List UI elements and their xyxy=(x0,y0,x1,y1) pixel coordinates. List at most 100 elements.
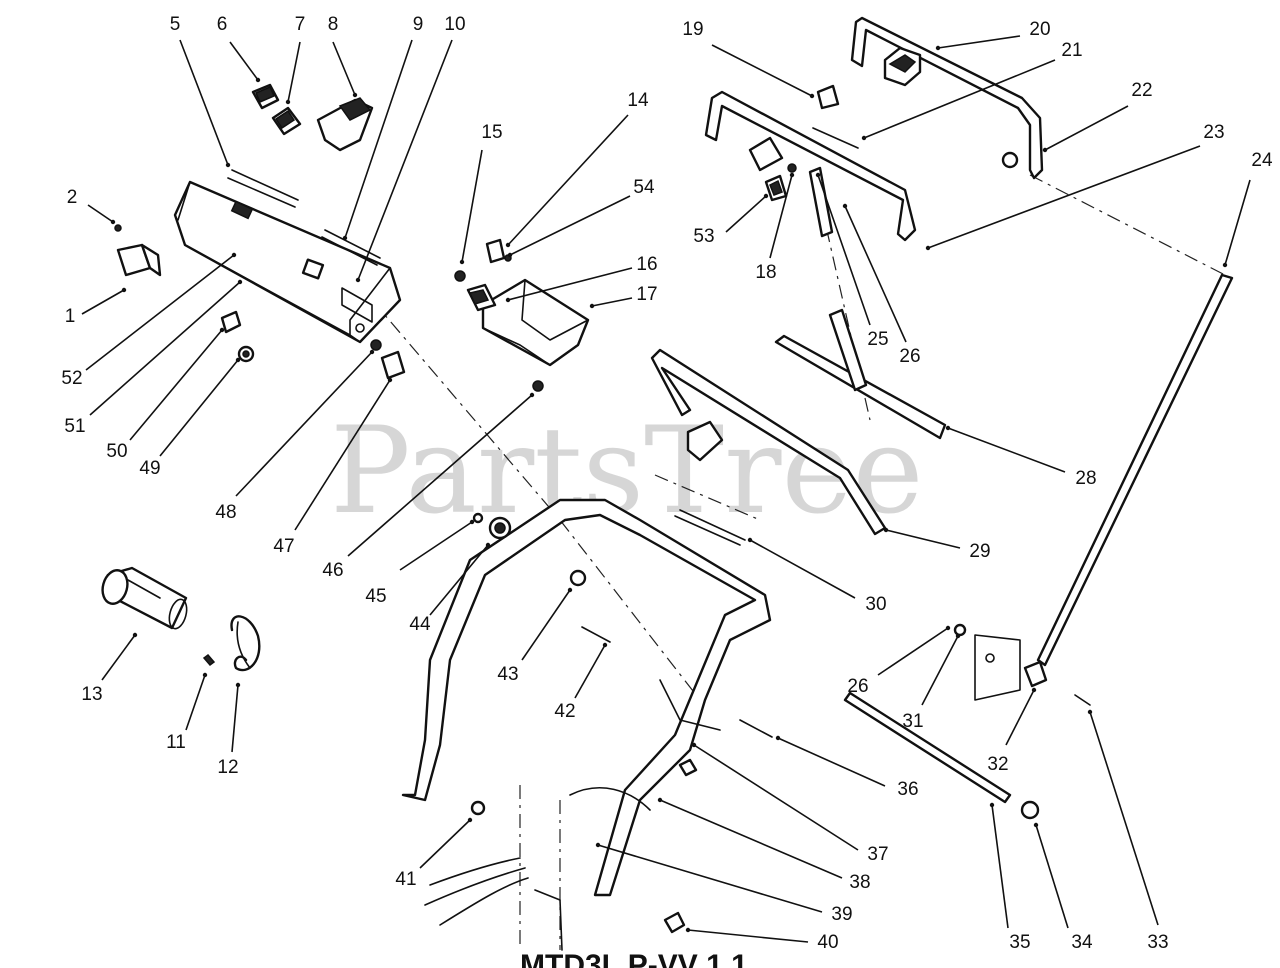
leader-dot-8 xyxy=(352,92,358,98)
leader-dot-39 xyxy=(595,842,601,848)
leader-dot-54 xyxy=(507,252,513,258)
small-hardware-left xyxy=(220,310,406,380)
leader-line-9 xyxy=(344,39,413,239)
callout-44: 44 xyxy=(409,614,431,635)
callout-2: 2 xyxy=(67,187,78,208)
control-rods xyxy=(674,273,1234,820)
leader-line-44 xyxy=(429,544,489,616)
leader-dot-15 xyxy=(459,259,465,265)
callout-54: 54 xyxy=(633,177,655,198)
leader-line-32 xyxy=(1005,689,1035,746)
leader-line-41 xyxy=(419,819,471,869)
callout-1: 1 xyxy=(65,306,76,327)
leader-dot-17 xyxy=(589,303,595,309)
leader-line-15 xyxy=(461,149,483,263)
leader-dot-16 xyxy=(505,297,511,303)
leader-dot-45 xyxy=(469,519,475,525)
callout-11: 11 xyxy=(166,732,186,753)
callout-43: 43 xyxy=(497,664,518,685)
callout-37: 37 xyxy=(867,844,888,865)
leader-line-6 xyxy=(229,41,259,81)
leader-dot-31 xyxy=(955,633,961,639)
leader-line-52 xyxy=(85,254,235,371)
leader-dot-19 xyxy=(809,93,815,99)
leader-dot-25 xyxy=(815,172,821,178)
leader-dot-36 xyxy=(775,735,781,741)
callout-36: 36 xyxy=(897,779,918,800)
callout-31: 31 xyxy=(902,711,923,732)
leader-dot-22 xyxy=(1042,147,1048,153)
guide-line-bail-to-rod xyxy=(1029,174,1226,276)
callout-49: 49 xyxy=(139,458,160,479)
leader-dot-12 xyxy=(235,682,241,688)
middle-handle xyxy=(650,308,947,536)
leader-dot-29 xyxy=(883,527,889,533)
callout-9: 9 xyxy=(413,14,424,35)
leader-line-22 xyxy=(1044,105,1129,151)
leader-line-16 xyxy=(507,267,633,301)
leader-line-1 xyxy=(81,289,125,315)
leader-dot-7 xyxy=(285,99,291,105)
leader-dot-49 xyxy=(235,357,241,363)
leader-dot-13 xyxy=(132,632,138,638)
callout-40: 40 xyxy=(817,932,838,953)
leader-dot-35 xyxy=(989,802,995,808)
leader-line-37 xyxy=(693,744,859,851)
cable-tie xyxy=(230,615,261,672)
leader-line-36 xyxy=(777,737,886,787)
leader-dot-30 xyxy=(747,537,753,543)
upper-handle-bar xyxy=(704,84,917,242)
guide-line-upper-handle xyxy=(819,199,871,421)
leader-line-21 xyxy=(863,59,1056,139)
leader-dot-11 xyxy=(202,672,208,678)
callout-28: 28 xyxy=(1075,468,1096,489)
leader-dot-52 xyxy=(231,252,237,258)
callout-30: 30 xyxy=(865,594,886,615)
leader-dot-53 xyxy=(763,193,769,199)
callout-39: 39 xyxy=(831,904,852,925)
mounting-bracket xyxy=(114,224,162,277)
callout-29: 29 xyxy=(969,541,990,562)
leader-line-14 xyxy=(507,114,629,246)
leader-dot-21 xyxy=(861,135,867,141)
leader-line-20 xyxy=(937,35,1021,49)
leader-line-48 xyxy=(235,351,373,497)
callout-46: 46 xyxy=(322,560,343,581)
leader-dot-26a xyxy=(842,203,848,209)
callout-19: 19 xyxy=(682,19,703,40)
leader-line-19 xyxy=(711,44,813,97)
leader-dot-33 xyxy=(1087,709,1093,715)
callout-32: 32 xyxy=(987,754,1008,775)
leader-dot-23 xyxy=(925,245,931,251)
callout-45: 45 xyxy=(365,586,386,607)
leader-dot-18 xyxy=(789,172,795,178)
leader-dot-28 xyxy=(945,425,951,431)
leader-line-54 xyxy=(509,195,631,256)
leader-line-26b xyxy=(877,627,949,676)
callout-22: 22 xyxy=(1131,80,1152,101)
callout-52: 52 xyxy=(61,368,82,389)
guide-line-upper-tube xyxy=(654,474,761,521)
leader-line-10 xyxy=(357,39,453,281)
leader-dot-37 xyxy=(691,742,697,748)
leader-dot-34 xyxy=(1033,822,1039,828)
callout-23: 23 xyxy=(1203,122,1224,143)
leader-line-28 xyxy=(947,427,1066,473)
leader-dot-40 xyxy=(685,927,691,933)
assembly-guide-lines xyxy=(371,174,1226,950)
leader-line-30 xyxy=(749,539,856,599)
callout-26b: 26 xyxy=(847,676,868,697)
leader-dot-20 xyxy=(935,45,941,51)
leader-dot-1 xyxy=(121,287,127,293)
leader-dot-41 xyxy=(467,817,473,823)
leader-line-40 xyxy=(687,929,809,943)
callout-35: 35 xyxy=(1009,932,1030,953)
leader-dot-26b xyxy=(945,625,951,631)
control-panel-housing xyxy=(173,180,402,344)
leader-dot-44 xyxy=(485,542,491,548)
leader-line-45 xyxy=(399,521,473,571)
callout-5: 5 xyxy=(170,14,181,35)
callout-41: 41 xyxy=(395,869,416,890)
mounting-plate xyxy=(454,238,590,392)
leader-dot-42 xyxy=(602,642,608,648)
